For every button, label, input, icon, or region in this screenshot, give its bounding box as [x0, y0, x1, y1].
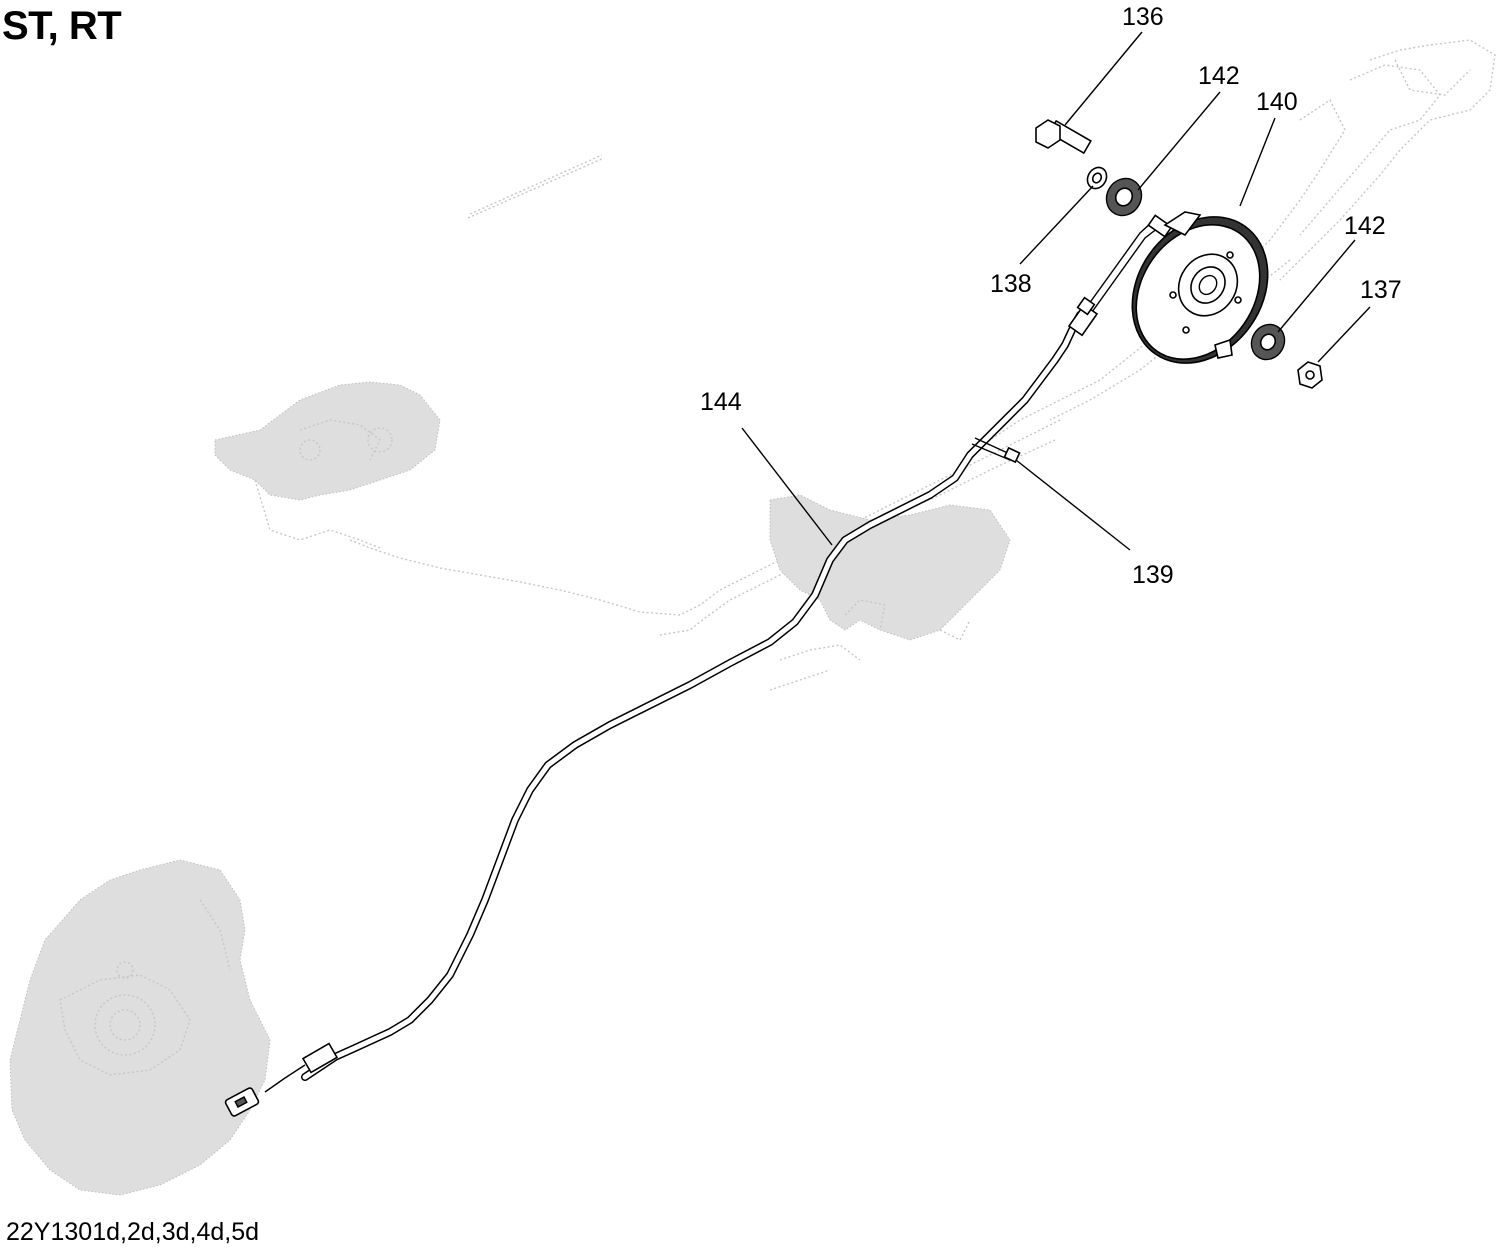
callout-136: 136 — [1122, 3, 1164, 31]
bearing-142-top — [1105, 177, 1143, 217]
ghost-engine-lower-left — [9, 859, 271, 1196]
callout-142-bottom: 142 — [1344, 212, 1386, 240]
callout-138: 138 — [990, 270, 1032, 298]
callout-140: 140 — [1256, 88, 1298, 116]
ghost-assembly-center — [769, 494, 1011, 691]
bearing-142-bottom — [1250, 323, 1286, 361]
bolt-136 — [1035, 119, 1092, 155]
callout-142-top: 142 — [1198, 62, 1240, 90]
callout-137: 137 — [1360, 276, 1402, 304]
diagram-title: ST, RT — [2, 4, 122, 48]
ghost-rail-center — [349, 154, 1061, 636]
leader-lines — [741, 31, 1371, 551]
nut-137 — [1297, 361, 1323, 389]
reference-code: 22Y1301d,2d,3d,4d,5d — [6, 1218, 260, 1246]
washer-138 — [1086, 166, 1108, 190]
callout-139: 139 — [1132, 561, 1174, 589]
brake-drum-assembly — [1131, 211, 1269, 364]
ghost-assembly-left — [214, 381, 441, 549]
callout-144: 144 — [700, 388, 742, 416]
brake-cable — [224, 214, 1173, 1117]
